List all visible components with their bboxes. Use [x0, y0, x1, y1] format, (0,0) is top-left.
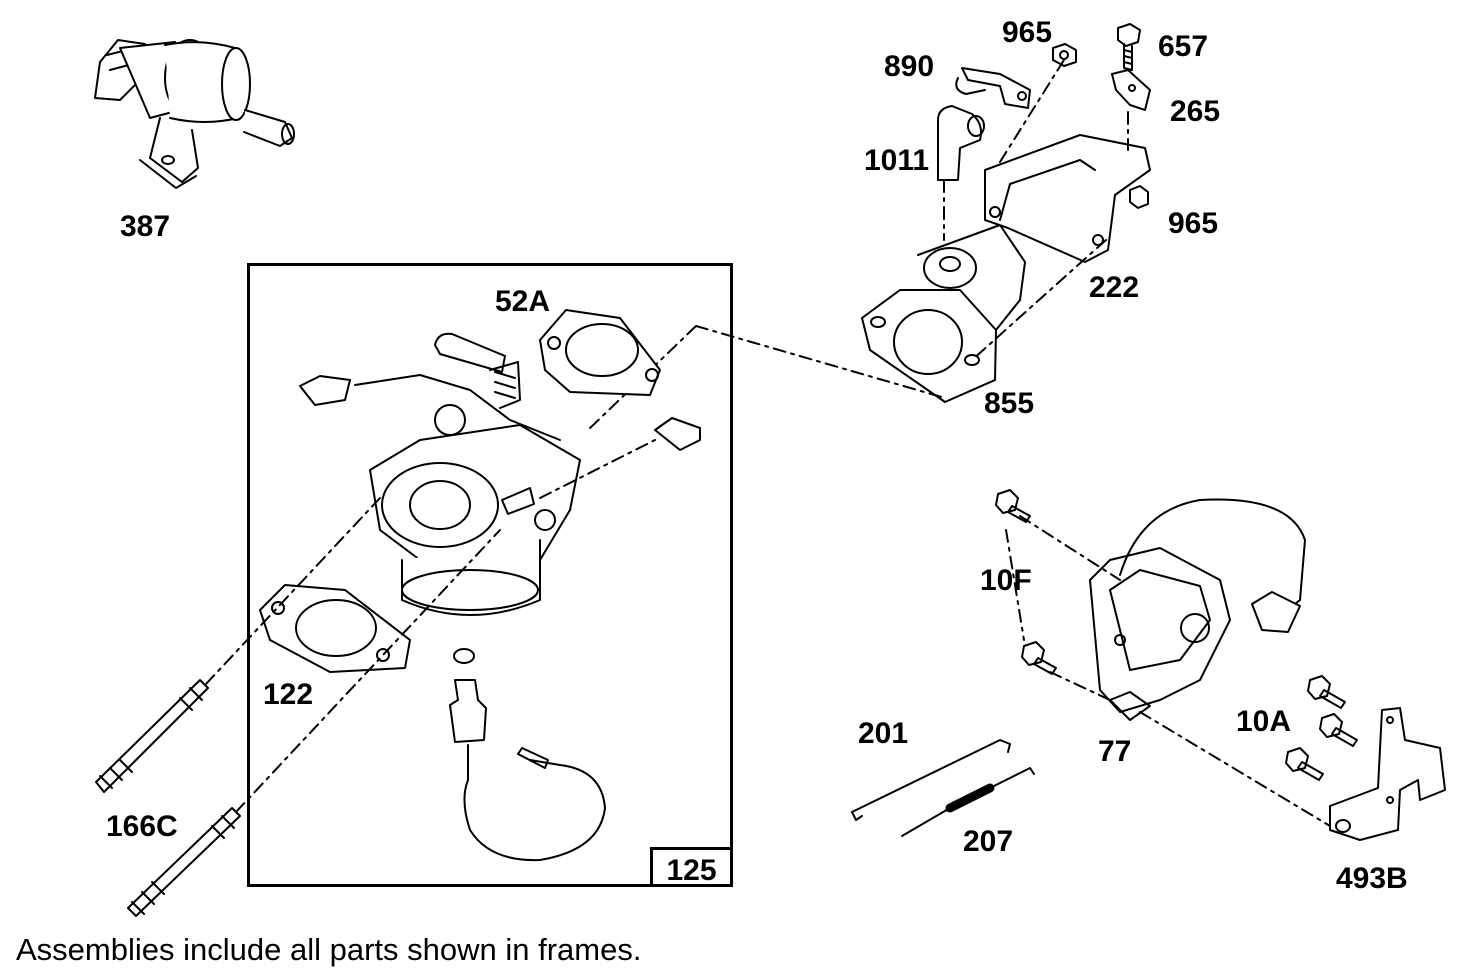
part-52A-gasket [539, 309, 661, 396]
part-label-855: 855 [984, 387, 1035, 420]
part-965-nut-top [1052, 43, 1077, 67]
part-label-207: 207 [963, 825, 1014, 858]
part-label-265: 265 [1170, 95, 1221, 128]
part-890-clip [955, 67, 1031, 109]
part-label-657: 657 [1158, 30, 1209, 63]
part-fuel-shutoff-solenoid [449, 648, 606, 862]
assembly-lines-governor [1005, 515, 1331, 827]
part-mixture-screw [539, 417, 701, 499]
part-10F-screws [995, 489, 1057, 675]
part-label-125: 125 [666, 854, 717, 887]
part-carburetor [299, 332, 581, 616]
part-label-10A: 10A [1236, 705, 1292, 738]
part-122-gasket [259, 584, 411, 673]
part-label-77: 77 [1098, 735, 1132, 768]
part-label-166C: 166C [106, 810, 178, 843]
part-label-1011: 1011 [864, 144, 930, 177]
part-387-solenoid [94, 39, 295, 189]
part-label-222: 222 [1089, 271, 1140, 304]
part-166C-studs [95, 679, 241, 917]
part-493B-bracket [1329, 707, 1446, 841]
part-label-201: 201 [858, 717, 909, 750]
part-10A-screws [1285, 675, 1358, 781]
part-label-52A: 52A [495, 285, 551, 318]
assembly-lines-carb [205, 497, 501, 813]
part-201-link [851, 739, 1011, 821]
part-label-965-right: 965 [1168, 207, 1219, 240]
part-222-bracket [984, 134, 1151, 263]
part-77-governor [1089, 498, 1306, 721]
part-label-387: 387 [120, 210, 171, 243]
part-label-10F: 10F [980, 564, 1032, 597]
part-265-bracket [1111, 69, 1151, 111]
part-label-890: 890 [884, 50, 935, 83]
part-label-493B: 493B [1336, 862, 1408, 895]
part-657-screw [1117, 23, 1141, 71]
part-1011-hose [937, 105, 985, 181]
part-855-intake-manifold [861, 224, 1026, 403]
part-label-965-top: 965 [1002, 16, 1053, 49]
assembly-note: Assemblies include all parts shown in fr… [16, 932, 642, 967]
assembly-frame-number-box: 125 [650, 847, 733, 887]
part-label-122: 122 [263, 678, 314, 711]
assembly-frame-125 [247, 263, 733, 887]
part-207-spring [901, 767, 1035, 837]
